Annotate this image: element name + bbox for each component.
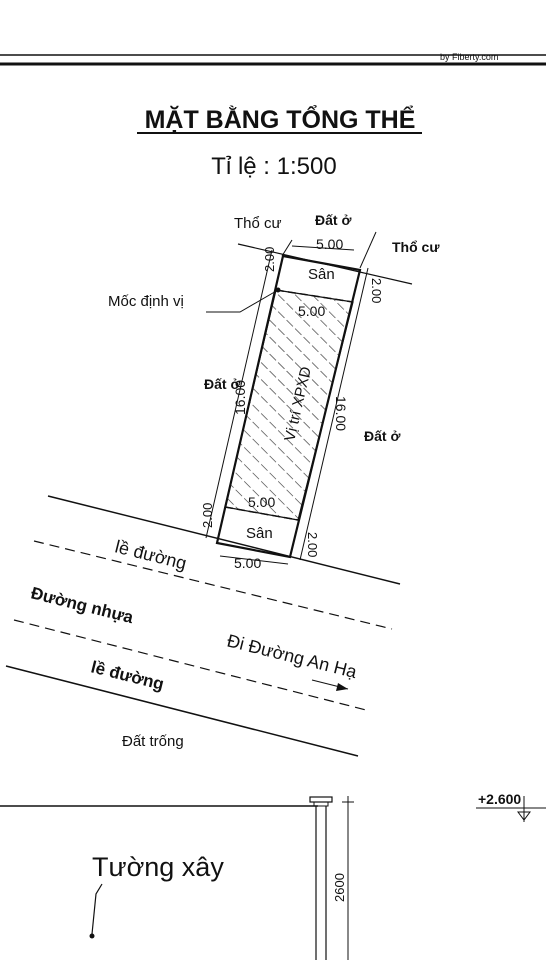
building-front-line-bottom (224, 506, 299, 521)
dim-san-left-top: 2.00 (262, 247, 277, 272)
tuong-leader-point (89, 933, 95, 939)
label-dat-o-top: Đất ở (315, 212, 351, 228)
moc-point (275, 287, 281, 293)
label-duong-nhua: Đường nhựa (29, 583, 136, 627)
dim-line-width-bottom (219, 555, 289, 565)
label-le-duong-bottom: lề đường (89, 657, 166, 693)
dim-depth-right: 16.00 (333, 396, 349, 431)
dim-width-top: 5.00 (316, 236, 343, 252)
scale-label: Tỉ lệ : 1:500 (211, 153, 336, 180)
dim-wall-height: 2600 (332, 873, 347, 902)
dim-width-inner-bottom: 5.00 (248, 494, 275, 510)
dim-san-right-bottom: 2.00 (305, 532, 320, 557)
tuong-leader-line (91, 883, 103, 935)
dim-line-left (205, 249, 273, 539)
plan-title: MẶT BẰNG TỔNG THỂ (145, 104, 416, 134)
dim-san-left-bottom: 2.00 (200, 503, 215, 528)
label-moc-dinh-vi: Mốc định vị (108, 293, 184, 310)
wall-cap-base (313, 801, 329, 807)
label-tho-cu-left: Thổ cư (234, 215, 282, 232)
label-san-bottom: Sân (246, 525, 273, 542)
label-tho-cu-right: Thổ cư (392, 239, 440, 255)
dim-width-bottom: 5.00 (234, 555, 261, 571)
label-di-duong: Đi Đường An Hạ (225, 630, 360, 682)
dim-line-width-top (291, 245, 355, 251)
dim-line-right (299, 267, 369, 561)
road-shoulder-top (33, 540, 393, 630)
dim-san-right-top: 2.00 (369, 278, 384, 303)
label-dat-trong: Đất trống (122, 733, 184, 750)
dim-width-inner-top: 5.00 (298, 303, 325, 319)
elevation-triangle (517, 811, 531, 821)
label-tuong-xay: Tường xây (92, 852, 224, 882)
moc-leader-line (206, 289, 279, 313)
road-shoulder-bottom (13, 619, 367, 711)
wall-cap (309, 796, 333, 803)
label-san-top: Sân (308, 266, 335, 283)
neighbour-divider-right (359, 231, 377, 269)
watermark: by Fiberty.com (440, 52, 498, 62)
road-edge-bottom (5, 665, 359, 757)
direction-arrow-head (336, 683, 348, 691)
elevation-label: +2.600 (478, 791, 521, 807)
building-front-line-top (275, 289, 354, 303)
label-dat-o-left: Đất ở (204, 376, 240, 392)
road-edge-top (47, 495, 401, 585)
label-dat-o-right: Đất ở (364, 428, 400, 444)
label-le-duong-top: lề đường (113, 536, 189, 573)
neighbour-divider-left (281, 239, 293, 257)
dim-depth-left: 16.00 (232, 380, 248, 415)
